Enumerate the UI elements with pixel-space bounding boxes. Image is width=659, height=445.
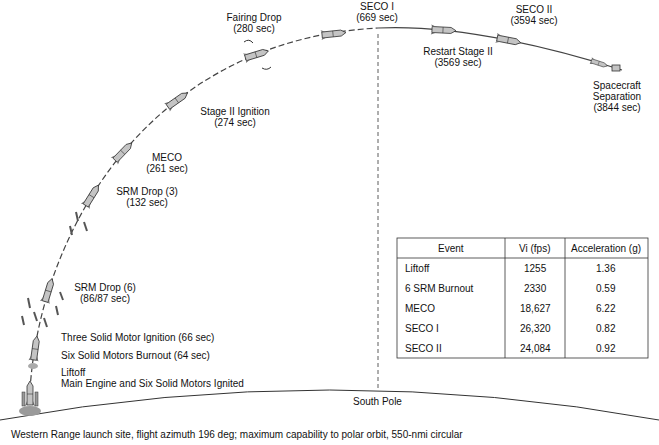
- spacecraft-separation: [590, 57, 620, 71]
- table-cell: 2330: [523, 283, 547, 294]
- table-cell: 6 SRM Burnout: [404, 283, 474, 294]
- event-label: MECO (261 sec): [142, 152, 192, 174]
- caption: Western Range launch site, flight azimut…: [10, 429, 464, 440]
- earth-horizon: [0, 390, 659, 420]
- event-label: Fairing Drop (280 sec): [222, 12, 286, 34]
- fairing-drop: [243, 40, 271, 69]
- event-label: SECO II (3594 sec): [506, 4, 562, 26]
- pole-line: [378, 34, 379, 388]
- table-cell: 1.36: [595, 263, 616, 274]
- table-cell: 24,084: [519, 343, 552, 354]
- table-cell: Acceleration (g): [570, 243, 642, 254]
- ascent-path: [30, 28, 378, 390]
- restart-rocket: [431, 24, 456, 35]
- table-cell: 0.92: [595, 343, 616, 354]
- event-label: Stage II Ignition (274 sec): [192, 106, 278, 128]
- coast-path: [378, 28, 622, 70]
- meco-rocket: [111, 139, 136, 164]
- table-cell: Vi (fps): [518, 243, 552, 254]
- table-cell: 1255: [523, 263, 547, 274]
- table-cell: SECO I: [404, 323, 440, 334]
- event-label: Spacecraft Separation (3844 sec): [588, 80, 646, 113]
- stage-two-rocket: [164, 89, 190, 112]
- table-cell: 0.59: [595, 283, 616, 294]
- event-label: Liftoff: [60, 367, 86, 378]
- table-cell: 26,320: [519, 323, 552, 334]
- table-cell: 6.22: [595, 303, 616, 314]
- table-cell: Event: [437, 243, 465, 254]
- event-label: SECO I (669 sec): [350, 1, 404, 23]
- event-label: SRM Drop (3) (132 sec): [112, 186, 182, 208]
- table-cell: 0.82: [595, 323, 616, 334]
- srm-drop-three: [70, 182, 103, 235]
- event-label: Six Solid Motors Burnout (64 sec): [60, 350, 211, 361]
- place-label: South Pole: [352, 396, 403, 407]
- seco-two-rocket: [495, 33, 521, 48]
- data-table: [397, 238, 648, 358]
- table-cell: 18,627: [519, 303, 552, 314]
- seco-one-rocket: [321, 28, 347, 41]
- table-cell: Liftoff: [404, 263, 430, 274]
- event-label: Restart Stage II (3569 sec): [418, 46, 498, 68]
- solid-ignition-rocket: [28, 335, 42, 369]
- event-label: SRM Drop (6) (86/87 sec): [70, 282, 140, 304]
- table-cell: SECO II: [404, 343, 443, 354]
- event-label: Three Solid Motor Ignition (66 sec): [60, 332, 215, 343]
- table-cell: MECO: [404, 303, 436, 314]
- liftoff-rocket: [19, 381, 41, 416]
- event-label: Main Engine and Six Solid Motors Ignited: [60, 378, 245, 389]
- srm-drop-six: [22, 277, 63, 327]
